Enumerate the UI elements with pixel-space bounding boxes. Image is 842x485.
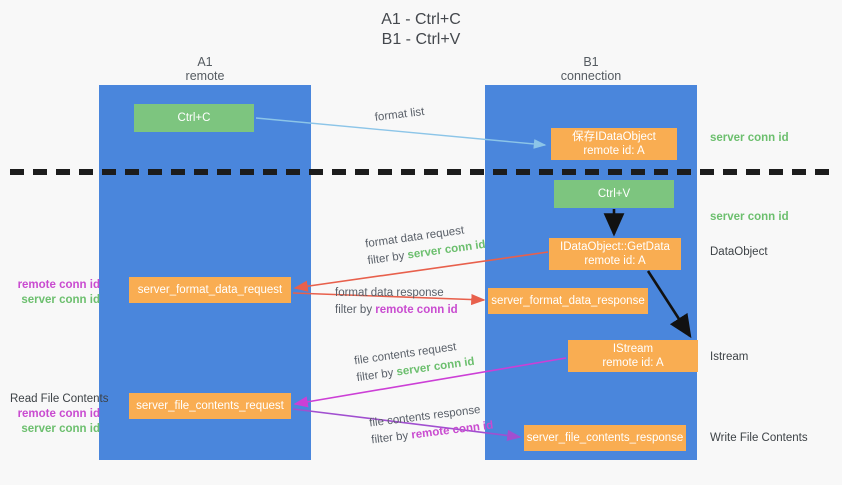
lane-header-b1: B1 connection (485, 55, 697, 83)
filter-prefix: filter by (355, 366, 398, 385)
box-server-file-contents-response[interactable]: server_file_contents_response (524, 425, 686, 451)
box-idataobject-getdata-line-2: remote id: A (584, 255, 646, 267)
label-dataobject: DataObject (710, 246, 768, 258)
box-ctrl-v[interactable]: Ctrl+V (554, 180, 674, 208)
box-server-file-contents-request-label: server_file_contents_request (136, 400, 284, 412)
label-read-file-contents: Read File Contents (10, 393, 109, 405)
box-save-idataobject-line-1: 保存IDataObject (572, 131, 656, 143)
filter-highlight-remote-conn-id: remote conn id (375, 304, 458, 316)
filter-prefix: filter by (370, 429, 413, 447)
label-left-remote-conn-id: remote conn id (17, 408, 100, 420)
label-format-list: format list (374, 105, 426, 124)
box-server-format-data-request-label: server_format_data_request (137, 284, 283, 296)
box-save-idataobject[interactable]: 保存IDataObject remote id: A (551, 128, 677, 160)
box-server-format-data-response[interactable]: server_format_data_response (488, 288, 648, 314)
label-server-conn-id-mid: server conn id (710, 211, 789, 223)
label-group-format-data-request: format data request filter by server con… (364, 220, 486, 270)
filter-prefix: filter by (366, 249, 409, 268)
lane-a1-role: remote (185, 69, 225, 83)
box-istream-line-2: remote id: A (602, 357, 664, 369)
box-ctrl-c-label: Ctrl+C (177, 112, 211, 124)
box-ctrl-c[interactable]: Ctrl+C (134, 104, 254, 132)
box-server-format-data-request[interactable]: server_format_data_request (129, 277, 291, 303)
box-idataobject-getdata[interactable]: IDataObject::GetData remote id: A (549, 238, 681, 270)
box-save-idataobject-line-2: remote id: A (583, 145, 645, 157)
box-istream[interactable]: IStream remote id: A (568, 340, 698, 372)
label-left-server-conn-id: server conn id (21, 294, 100, 306)
label-istream: Istream (710, 351, 749, 363)
label-write-file-contents: Write File Contents (710, 432, 808, 444)
label-format-data-response-line-1: format data response (335, 287, 444, 299)
diagram-title: A1 - Ctrl+C B1 - Ctrl+V (0, 10, 842, 50)
box-server-file-contents-response-label: server_file_contents_response (526, 432, 684, 444)
label-left-remote-conn-id: remote conn id (17, 279, 100, 291)
label-format-data-response-filter: filter by remote conn id (335, 302, 458, 319)
label-left-server-conn-id: server conn id (21, 423, 100, 435)
label-group-left-lower: Read File Contents remote conn id server… (10, 392, 109, 437)
label-server-conn-id-top: server conn id (710, 132, 789, 144)
lane-header-a1: A1 remote (99, 55, 311, 83)
label-group-file-contents-response: file contents response filter by remote … (368, 401, 494, 450)
box-server-format-data-response-label: server_format_data_response (491, 295, 645, 307)
label-group-format-data-response: format data response filter by remote co… (335, 285, 458, 319)
title-line-2: B1 - Ctrl+V (381, 31, 461, 48)
lane-b1-role: connection (560, 69, 622, 83)
title-line-1: A1 - Ctrl+C (381, 11, 461, 28)
label-group-file-contents-request: file contents request filter by server c… (353, 337, 475, 387)
filter-prefix: filter by (335, 304, 376, 316)
box-istream-line-1: IStream (612, 343, 654, 355)
box-server-file-contents-request[interactable]: server_file_contents_request (129, 393, 291, 419)
lane-a1-name: A1 (197, 55, 213, 69)
label-group-left-middle: remote conn id server conn id (10, 278, 100, 308)
box-idataobject-getdata-line-1: IDataObject::GetData (560, 241, 670, 253)
box-ctrl-v-label: Ctrl+V (597, 188, 631, 200)
lane-b1-name: B1 (583, 55, 599, 69)
